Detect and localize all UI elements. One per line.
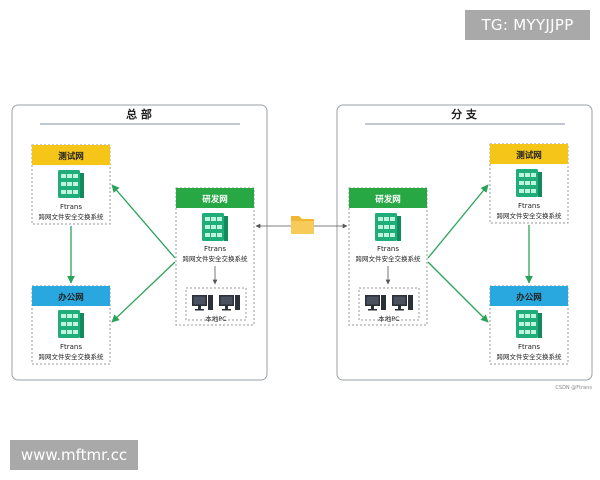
branch-test-header: 测试网 bbox=[516, 150, 542, 161]
hq-test-line1: Ftrans bbox=[60, 203, 82, 211]
server-icon bbox=[516, 169, 542, 197]
site-label: www.mftmr.cc bbox=[10, 440, 138, 470]
hq-title: 总 部 bbox=[126, 107, 152, 121]
hq-office-header: 办公网 bbox=[58, 292, 84, 303]
hq-pc-label: 本地PC bbox=[205, 314, 227, 323]
tg-label: TG: MYYJJPP bbox=[465, 10, 590, 40]
hq-office-line2: 跨网文件安全交换系统 bbox=[39, 352, 105, 361]
hq-office-net: 办公网 Ftrans 跨网文件安全交换系统 bbox=[31, 285, 111, 365]
branch-office-line2: 跨网文件安全交换系统 bbox=[497, 352, 563, 361]
branch-rd-net: 研发网 Ftrans 跨网文件安全交换系统 本地PC bbox=[348, 187, 428, 326]
server-icon bbox=[375, 213, 401, 241]
server-icon bbox=[58, 170, 84, 198]
branch-test-net: 测试网 Ftrans 跨网文件安全交换系统 bbox=[489, 143, 569, 224]
branch-test-line2: 跨网文件安全交换系统 bbox=[497, 211, 563, 220]
hq-office-line1: Ftrans bbox=[60, 343, 82, 351]
hq-rd-line1: Ftrans bbox=[204, 245, 226, 253]
branch-office-header: 办公网 bbox=[516, 292, 542, 303]
hq-rd-line2: 跨网文件安全交换系统 bbox=[183, 254, 249, 263]
branch-office-net: 办公网 Ftrans 跨网文件安全交换系统 bbox=[489, 285, 569, 365]
branch-pc-label: 本地PC bbox=[378, 314, 400, 323]
hq-test-line2: 跨网文件安全交换系统 bbox=[39, 212, 105, 221]
folder-icon bbox=[291, 216, 314, 234]
hq-test-header: 测试网 bbox=[58, 151, 84, 162]
watermark-text: CSDN @Ftrans bbox=[555, 385, 592, 391]
hq-rd-header: 研发网 bbox=[202, 194, 228, 205]
branch-test-line1: Ftrans bbox=[518, 202, 540, 210]
hq-rd-net: 研发网 Ftrans 跨网文件安全交换系统 本地PC bbox=[175, 187, 255, 326]
branch-rd-line2: 跨网文件安全交换系统 bbox=[356, 254, 422, 263]
server-icon bbox=[58, 310, 84, 338]
server-icon bbox=[202, 213, 228, 241]
branch-rd-line1: Ftrans bbox=[377, 245, 399, 253]
branch-title: 分 支 bbox=[451, 107, 478, 121]
branch-rd-header: 研发网 bbox=[375, 194, 401, 205]
branch-office-line1: Ftrans bbox=[518, 343, 540, 351]
server-icon bbox=[516, 310, 542, 338]
hq-test-net: 测试网 Ftrans 跨网文件安全交换系统 bbox=[31, 144, 111, 225]
